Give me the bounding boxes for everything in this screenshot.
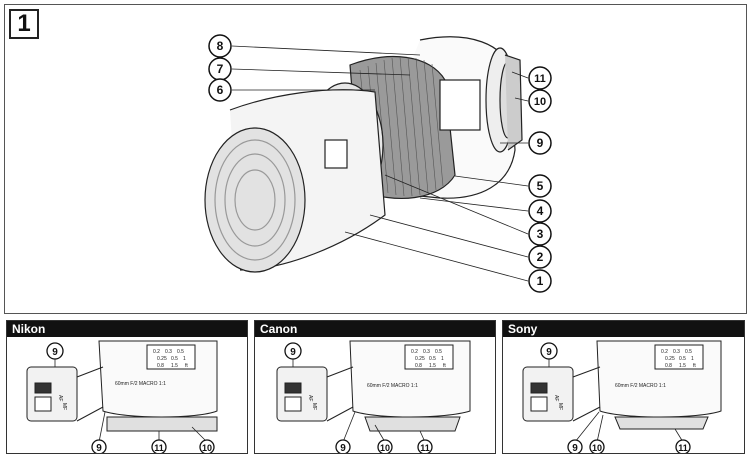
svg-text:1.5: 1.5	[679, 363, 686, 369]
callout-10: 10	[378, 440, 392, 454]
svg-text:0.5: 0.5	[685, 349, 692, 355]
svg-text:0.5: 0.5	[435, 349, 442, 355]
svg-text:0.25: 0.25	[665, 356, 675, 362]
svg-text:11: 11	[154, 443, 164, 453]
callout-7: 7	[209, 58, 231, 80]
svg-text:0.5: 0.5	[177, 349, 184, 355]
callout-11: 11	[418, 440, 432, 454]
svg-text:0.5: 0.5	[679, 356, 686, 362]
callout-1: 1	[529, 270, 551, 292]
svg-text:AF: AF	[57, 395, 63, 401]
callout-11: 11	[152, 440, 166, 454]
svg-text:1: 1	[537, 274, 544, 288]
svg-text:60mm F/2 MACRO 1:1: 60mm F/2 MACRO 1:1	[615, 383, 666, 389]
callout-11: 11	[676, 440, 690, 454]
svg-text:1: 1	[691, 356, 694, 362]
svg-text:1.5: 1.5	[171, 363, 178, 369]
svg-text:0.3: 0.3	[165, 349, 172, 355]
svg-text:10: 10	[592, 443, 602, 453]
panel-illustration: AF MF 60mm F/2 MACRO 1:1 0.2 0.3 0.5 0.2…	[7, 337, 247, 453]
svg-text:2: 2	[537, 250, 544, 264]
svg-text:1.5: 1.5	[429, 363, 436, 369]
svg-text:8: 8	[217, 39, 224, 53]
svg-text:0.5: 0.5	[429, 356, 436, 362]
callout-6: 6	[209, 79, 231, 101]
svg-text:11: 11	[534, 73, 546, 85]
svg-text:10: 10	[202, 443, 212, 453]
svg-text:0.25: 0.25	[415, 356, 425, 362]
svg-text:11: 11	[678, 443, 688, 453]
panel-illustration: AF MF 60mm F/2 MACRO 1:1 0.2 0.3 0.5 0.2…	[255, 337, 495, 453]
svg-text:3: 3	[537, 227, 544, 241]
svg-text:0.2: 0.2	[661, 349, 668, 355]
svg-text:0.2: 0.2	[411, 349, 418, 355]
callout-3: 3	[529, 223, 551, 245]
svg-text:9: 9	[96, 443, 102, 454]
svg-text:MF: MF	[557, 403, 563, 410]
callout-9-top: 9	[541, 343, 557, 359]
svg-text:9: 9	[537, 136, 544, 150]
svg-text:MF: MF	[61, 403, 67, 410]
callout-4: 4	[529, 200, 551, 222]
svg-text:7: 7	[217, 62, 224, 76]
svg-text:11: 11	[420, 443, 430, 453]
svg-text:AF: AF	[553, 395, 559, 401]
panel-canon: Canon AF MF 60mm F/2 MACRO 1:1 0.2 0.3	[254, 320, 496, 454]
svg-text:0.5: 0.5	[171, 356, 178, 362]
callout-9-bottom: 9	[336, 440, 350, 454]
svg-text:0.8: 0.8	[415, 363, 422, 369]
callout-8: 8	[209, 35, 231, 57]
svg-text:1: 1	[441, 356, 444, 362]
svg-text:6: 6	[217, 83, 224, 97]
panel-title: Nikon	[7, 321, 247, 337]
panel-illustration: AF MF 60mm F/2 MACRO 1:1 0.2 0.3 0.5 0.2…	[503, 337, 744, 453]
callout-10: 10	[529, 90, 551, 112]
callout-9-top: 9	[285, 343, 301, 359]
callout-9-bottom: 9	[92, 440, 106, 454]
callout-9-top: 9	[47, 343, 63, 359]
lens-diagram: 8 7 6 11 10 9 5 4	[0, 0, 751, 320]
svg-text:9: 9	[572, 443, 578, 454]
svg-text:0.3: 0.3	[673, 349, 680, 355]
callout-10: 10	[590, 440, 604, 454]
svg-text:1: 1	[183, 356, 186, 362]
svg-text:9: 9	[290, 347, 296, 358]
svg-text:0.25: 0.25	[157, 356, 167, 362]
svg-text:5: 5	[537, 179, 544, 193]
svg-text:0.8: 0.8	[157, 363, 164, 369]
panel-title: Canon	[255, 321, 495, 337]
svg-text:60mm F/2 MACRO 1:1: 60mm F/2 MACRO 1:1	[367, 383, 418, 389]
panel-sony: Sony AF MF 60mm F/2 MACRO 1:1 0.2 0.3	[502, 320, 745, 454]
svg-text:0.2: 0.2	[153, 349, 160, 355]
panel-nikon: Nikon AF MF 60mm F/2 MACRO 1:1 0.2 0.3	[6, 320, 248, 454]
svg-text:10: 10	[380, 443, 390, 453]
svg-text:9: 9	[52, 347, 58, 358]
svg-text:MF: MF	[311, 403, 317, 410]
callout-10: 10	[200, 440, 214, 454]
svg-text:0.8: 0.8	[665, 363, 672, 369]
callout-5: 5	[529, 175, 551, 197]
svg-text:9: 9	[546, 347, 552, 358]
panel-title: Sony	[503, 321, 744, 337]
callout-2: 2	[529, 246, 551, 268]
svg-text:4: 4	[537, 204, 544, 218]
svg-text:9: 9	[340, 443, 346, 454]
svg-text:AF: AF	[307, 395, 313, 401]
callout-9: 9	[529, 132, 551, 154]
svg-text:10: 10	[534, 96, 546, 108]
callout-9-bottom: 9	[568, 440, 582, 454]
svg-text:0.3: 0.3	[423, 349, 430, 355]
svg-text:60mm F/2 MACRO 1:1: 60mm F/2 MACRO 1:1	[115, 381, 166, 387]
callout-11: 11	[529, 67, 551, 89]
